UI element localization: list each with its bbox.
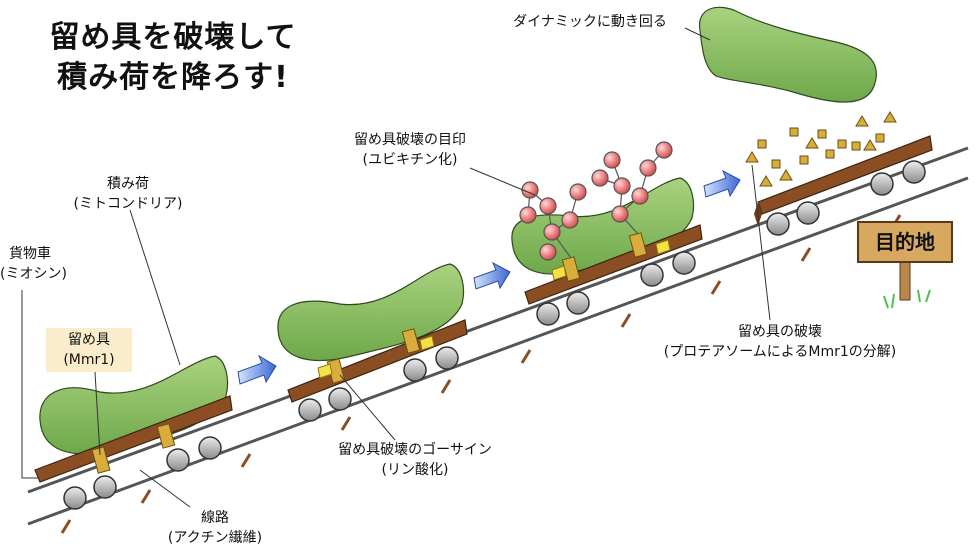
title-line-1: 留め具を破壊して <box>49 20 297 55</box>
free-mitochondrion <box>698 6 877 103</box>
title-line-2: 積み荷を降ろす! <box>57 60 289 95</box>
main-title: 留め具を破壊して 積み荷を降ろす! <box>28 18 318 98</box>
label-clamp-destroyed: 留め具の破壊 (プロテアソームによるMmr1の分解) <box>663 324 897 360</box>
progress-arrow-3 <box>703 169 741 198</box>
wheels-3 <box>536 251 696 326</box>
progress-arrow-2 <box>473 261 511 290</box>
leader-lines <box>21 27 771 508</box>
clamp-fragments <box>745 111 897 187</box>
wagon-3 <box>511 141 703 326</box>
label-cargo-mitochondria: 積み荷 (ミトコンドリア) <box>73 176 183 212</box>
label-track-actin: 線路 (アクチン繊維) <box>167 510 263 546</box>
grass-tufts <box>883 289 931 309</box>
wagon-2 <box>277 263 468 422</box>
progress-arrow-1 <box>237 354 277 385</box>
wagon-4 <box>745 111 933 236</box>
label-destroy-mark: 留め具破壊の目印 (ユビキチン化) <box>354 132 466 168</box>
clamp-mmr1-3b <box>628 232 648 258</box>
phospho-mark-2a <box>317 363 333 379</box>
wagon-body-4 <box>757 135 933 215</box>
clamp-mmr1-2b <box>401 328 421 354</box>
destination-sign-text: 目的地 <box>875 230 935 254</box>
label-dynamic: ダイナミックに動き回る <box>513 14 667 30</box>
wheels-2 <box>298 346 459 422</box>
phospho-mark-3b <box>655 239 671 255</box>
ubiquitin-chain-left <box>519 181 587 261</box>
wagon-1 <box>34 355 233 510</box>
rail-ties <box>60 214 902 534</box>
phospho-mark-3a <box>551 265 567 281</box>
label-wagon-myosin: 貨物車 (ミオシン) <box>0 246 67 282</box>
clamp-mmr1-1a <box>91 446 111 474</box>
clamp-label-bg <box>46 328 132 372</box>
phospho-mark-2b <box>419 335 435 351</box>
label-go-signal: 留め具破壊のゴーサイン (リン酸化) <box>338 442 492 478</box>
ubiquitin-chain-right <box>591 141 673 235</box>
clamp-mmr1-1b <box>156 423 176 449</box>
destination-sign <box>857 221 953 309</box>
wagon-body-1 <box>34 395 233 483</box>
wheels-4 <box>766 160 926 236</box>
wheels-1 <box>63 436 222 510</box>
label-clamp-mmr1: 留め具 (Mmr1) <box>63 332 115 368</box>
